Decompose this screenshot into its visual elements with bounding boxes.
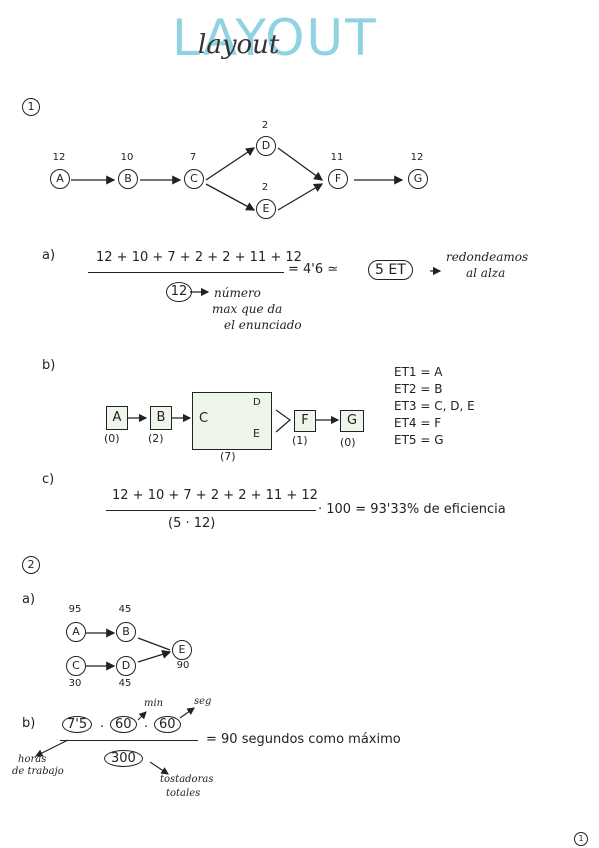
station-box-d-label: D [253, 397, 261, 408]
1c-numerator: 12 + 10 + 7 + 2 + 2 + 11 + 12 [112, 488, 318, 503]
2b-numerator-b: 60 [110, 716, 137, 733]
1c-fraction-line [106, 510, 316, 512]
1a-numerator: 12 + 10 + 7 + 2 + 2 + 11 + 12 [96, 250, 302, 265]
node-g-weight: 12 [410, 152, 424, 163]
2b-fraction-line [60, 740, 198, 742]
1a-note-below-3: el enunciado [224, 318, 302, 332]
1a-note-below-2: max que da [212, 302, 283, 316]
node-e: E [256, 199, 276, 219]
node2-c: C [66, 656, 86, 676]
part-2b-label: b) [22, 716, 36, 731]
station-c-time: (7) [220, 450, 236, 463]
node-f-weight: 11 [330, 152, 344, 163]
1a-result: = 4'6 ≃ [288, 262, 339, 277]
1a-note-right-1: redondeamos [446, 250, 529, 264]
node2-d: D [116, 656, 136, 676]
2b-note-right-1: tostadoras [160, 774, 214, 785]
page-title-cursive: layout [198, 30, 280, 60]
2b-denominator: 300 [104, 750, 143, 767]
station-g-time: (0) [340, 436, 356, 449]
2b-note-left-2: de trabajo [12, 766, 64, 777]
station-b-time: (2) [148, 432, 164, 445]
2b-note-min: min [144, 698, 164, 709]
node2-b-weight: 45 [118, 604, 132, 615]
2b-note-right-2: totales [166, 788, 201, 799]
node2-b: B [116, 622, 136, 642]
station-line-1: ET1 = A [394, 365, 443, 379]
station-box-b: B [150, 406, 172, 430]
page-number: 1 [574, 832, 588, 846]
node-f: F [328, 169, 348, 189]
2b-numerator-c: 60 [154, 716, 181, 733]
2b-dot-2: · [144, 720, 149, 735]
node2-a-weight: 95 [68, 604, 82, 615]
part-1a-label: a) [42, 248, 56, 263]
node-b: B [118, 169, 138, 189]
2b-note-seg: seg [194, 696, 212, 707]
station-box-g: G [340, 410, 364, 432]
station-box-f: F [294, 410, 316, 432]
section-2-number: 2 [22, 556, 40, 574]
station-f-time: (1) [292, 434, 308, 447]
part-1b-label: b) [42, 358, 56, 373]
station-box-e-label: E [253, 427, 260, 440]
node-e-weight: 2 [261, 182, 269, 193]
station-line-4: ET4 = F [394, 416, 442, 430]
node-g: G [408, 169, 428, 189]
part-2a-label: a) [22, 592, 36, 607]
station-line-5: ET5 = G [394, 433, 444, 447]
part-1c-label: c) [42, 472, 55, 487]
1a-note-below-1: número [214, 286, 261, 300]
page-title: LAYOUT [172, 9, 378, 67]
node2-d-weight: 45 [118, 678, 132, 689]
node-a-weight: 12 [52, 152, 66, 163]
1a-note-right-2: al alza [466, 266, 506, 280]
node2-e-weight: 90 [176, 660, 190, 671]
node2-c-weight: 30 [68, 678, 82, 689]
node2-a: A [66, 622, 86, 642]
1c-result: · 100 = 93'33% de eficiencia [318, 502, 506, 517]
station-box-c-label: C [199, 411, 209, 426]
station-assignment-list: ET1 = A ET2 = B ET3 = C, D, E ET4 = F ET… [394, 364, 475, 449]
node-d-weight: 2 [261, 120, 269, 131]
section-1-number: 1 [22, 98, 40, 116]
2b-numerator-a: 7'5 [62, 716, 93, 733]
1a-circled-result: 5 ET [368, 260, 413, 280]
1a-denominator: 12 [166, 282, 192, 302]
station-box-a: A [106, 406, 128, 430]
station-box-cde: C D E [192, 392, 272, 450]
node2-e: E [172, 640, 192, 660]
node-b-weight: 10 [120, 152, 134, 163]
node-d: D [256, 136, 276, 156]
station-a-time: (0) [104, 432, 120, 445]
1c-denominator: (5 · 12) [168, 516, 216, 531]
2b-dot-1: · [100, 720, 105, 735]
node-a: A [50, 169, 70, 189]
2b-note-left-1: horas [18, 754, 47, 765]
station-line-3: ET3 = C, D, E [394, 399, 475, 413]
station-line-2: ET2 = B [394, 382, 443, 396]
node-c-weight: 7 [189, 152, 197, 163]
node-c: C [184, 169, 204, 189]
1a-fraction-line [88, 272, 284, 274]
2b-result: = 90 segundos como máximo [206, 732, 401, 747]
